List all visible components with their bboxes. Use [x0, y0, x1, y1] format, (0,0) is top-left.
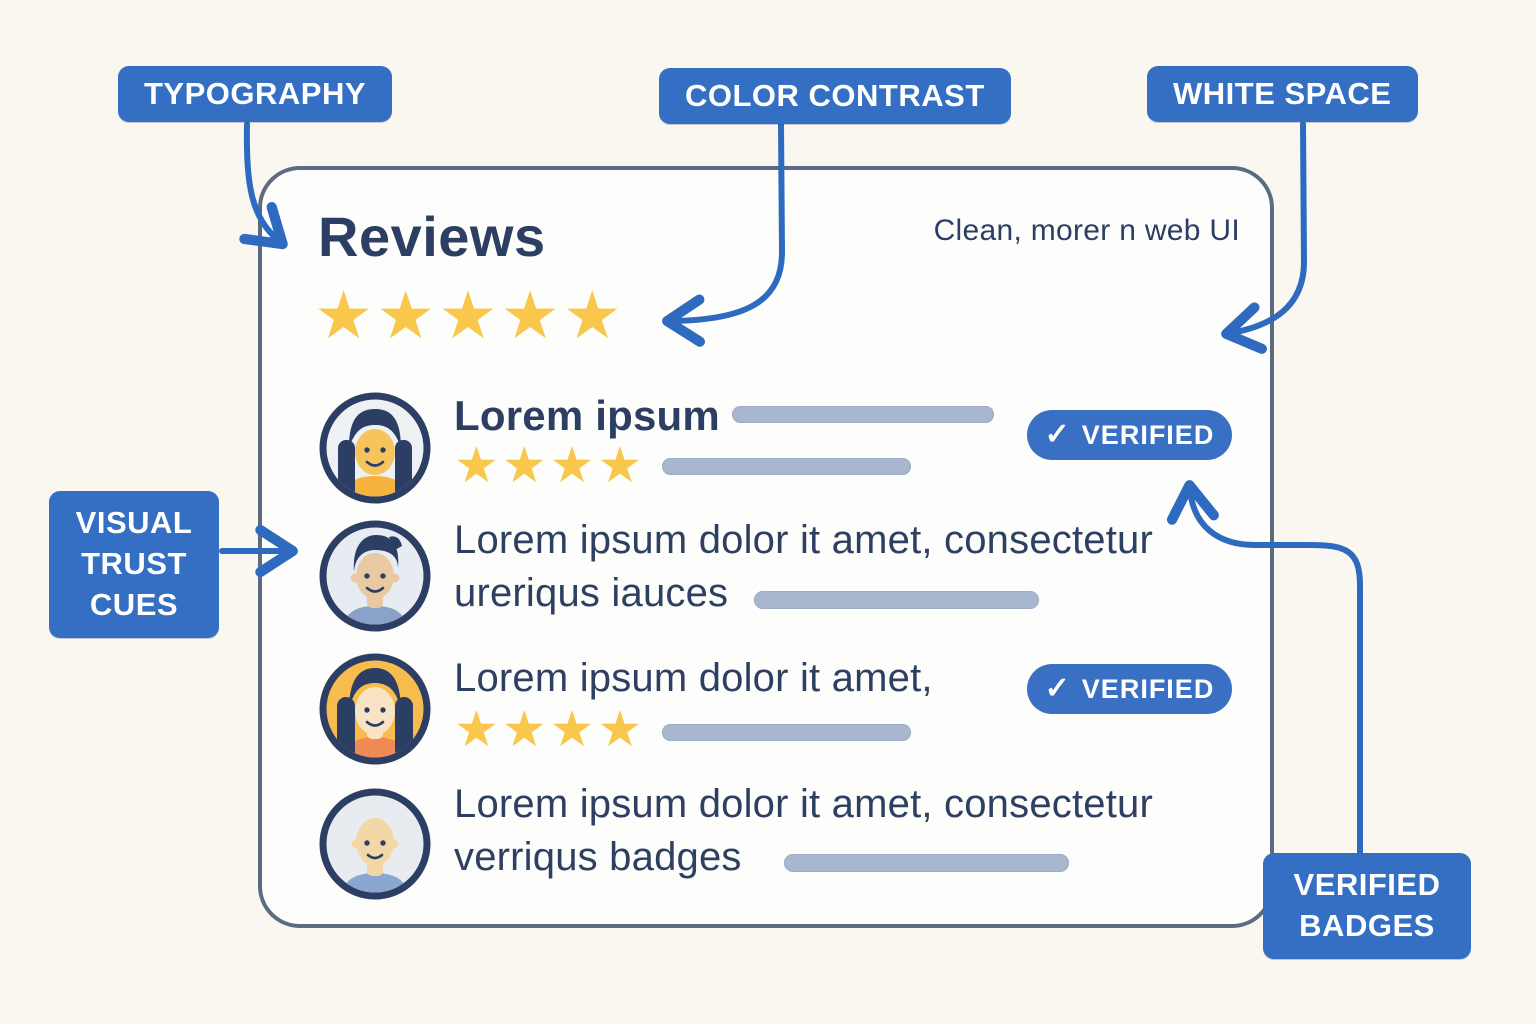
annotation-typography: TYPOGRAPHY — [118, 66, 393, 122]
verified-badge: ✓ VERIFIED — [1027, 664, 1232, 714]
card-tagline: Clean, morer n web UI — [933, 214, 1240, 247]
placeholder-bar — [662, 724, 911, 741]
review-text: Lorem ipsum dolor it amet, consectetur v… — [454, 778, 1153, 884]
reviews-card: Reviews Clean, morer n web UI ★★★★★ Lore… — [258, 166, 1274, 928]
hero-star-rating-icons: ★★★★★ — [314, 278, 625, 352]
annotation-line: VERIFIED — [1293, 867, 1441, 902]
avatar-bald-man — [319, 788, 431, 900]
review-text-line-2: verriqus badges — [454, 835, 742, 879]
placeholder-bar — [784, 854, 1069, 872]
annotation-line: VISUAL — [75, 505, 193, 540]
review-text: Lorem ipsum dolor it amet, consectetur u… — [454, 514, 1153, 620]
avatar-woman-1 — [319, 392, 431, 504]
verified-badge-label: VERIFIED — [1081, 673, 1215, 704]
placeholder-bar — [754, 591, 1039, 609]
placeholder-bar — [662, 458, 911, 475]
review-text-line-1: Lorem ipsum dolor it amet, — [454, 656, 933, 700]
card-title: Reviews — [318, 205, 546, 268]
annotation-verified-badges: VERIFIED BADGES — [1263, 853, 1471, 959]
review-text-line-1: Lorem ipsum dolor it amet, consectetur — [454, 782, 1154, 826]
annotation-visual-trust-cues: VISUAL TRUST CUES — [49, 491, 219, 638]
avatar-woman-2 — [319, 653, 431, 765]
avatar-man — [319, 520, 431, 632]
annotation-line: BADGES — [1299, 907, 1435, 943]
check-icon: ✓ — [1044, 672, 1070, 705]
star-rating-icons: ★★★★ — [454, 437, 646, 493]
check-icon: ✓ — [1044, 418, 1070, 451]
annotation-color-contrast: COLOR CONTRAST — [659, 68, 1011, 124]
star-rating-icons: ★★★★ — [454, 701, 646, 757]
annotation-line: TRUST — [81, 545, 187, 581]
annotation-white-space: WHITE SPACE — [1147, 66, 1418, 122]
review-text-line-1: Lorem ipsum dolor it amet, consectetur — [454, 518, 1154, 562]
placeholder-bar — [732, 406, 994, 423]
annotation-line: CUES — [89, 586, 179, 622]
reviewer-name: Lorem ipsum — [454, 392, 720, 439]
verified-badge-label: VERIFIED — [1081, 419, 1215, 450]
review-text-line-2: ureriqus iauces — [454, 571, 729, 615]
verified-badge: ✓ VERIFIED — [1027, 410, 1232, 460]
